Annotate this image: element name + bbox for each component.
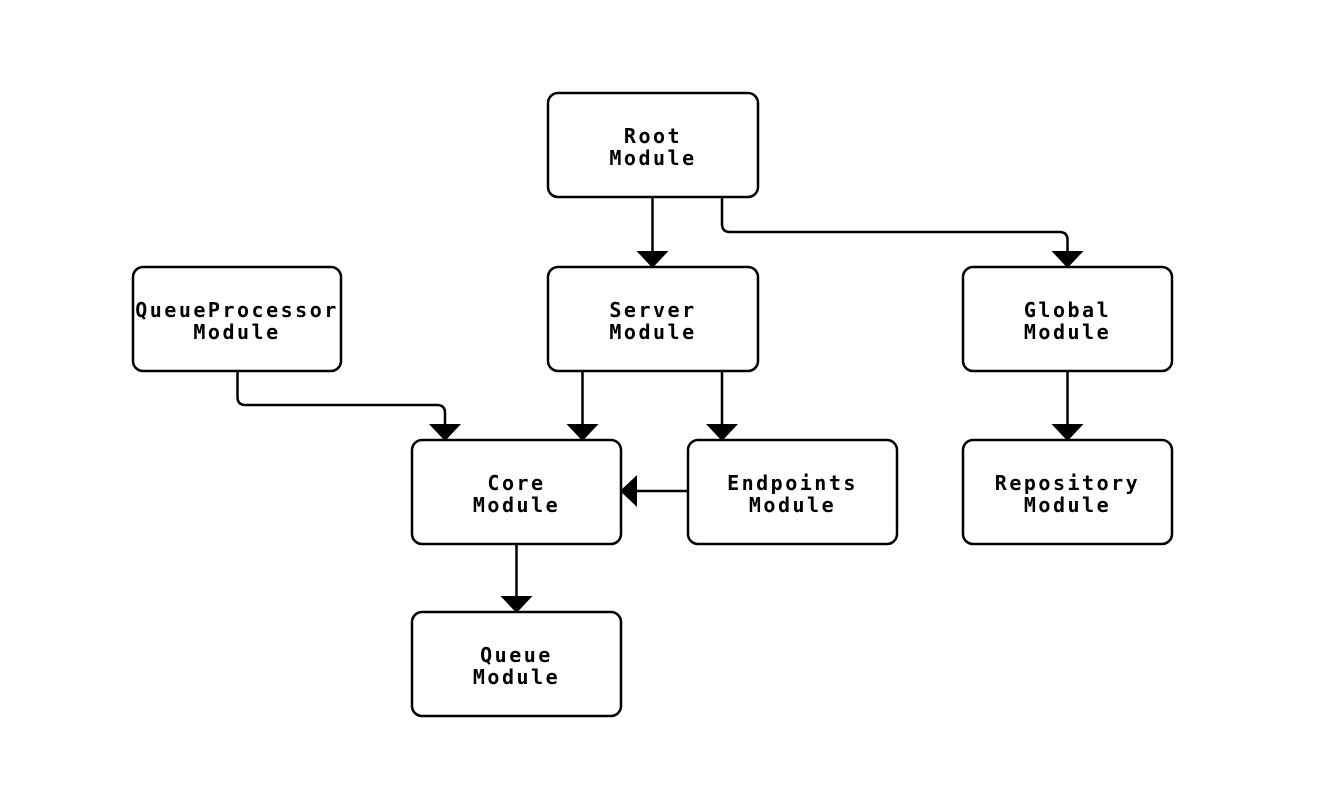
node-queue-box: [410, 610, 623, 718]
node-server-box: [546, 265, 760, 373]
node-core-box: [410, 438, 623, 546]
node-endpoints-box: [686, 438, 899, 546]
edges-layer: [236, 197, 1084, 613]
edge-root-to-global: [720, 197, 1084, 268]
node-queueprocessor-box: [131, 265, 343, 373]
edge-queueprocessor-to-core: [236, 371, 461, 441]
node-global-box: [961, 265, 1174, 373]
node-root-box: [546, 91, 760, 199]
node-repository-box: [961, 438, 1174, 546]
